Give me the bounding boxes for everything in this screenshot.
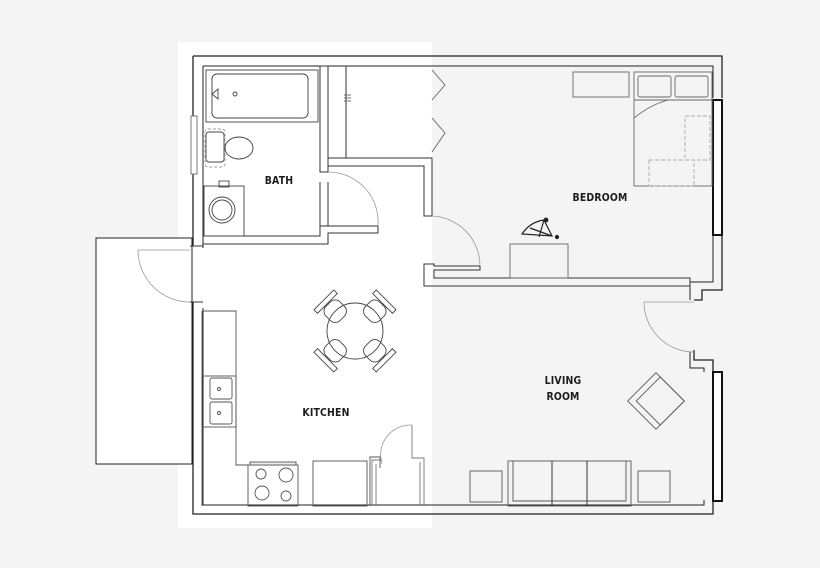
bathroom-fixtures	[203, 69, 319, 237]
door-swings	[137, 171, 695, 465]
refrigerator	[312, 460, 368, 507]
bath-door	[327, 171, 379, 227]
living-window	[712, 371, 723, 502]
pillow	[674, 75, 709, 98]
desk	[509, 243, 569, 279]
windows	[190, 99, 723, 502]
pillow	[637, 75, 672, 98]
room-label-bath: BATH	[264, 174, 294, 187]
bath-window	[190, 115, 198, 175]
bedroom-door	[431, 215, 481, 267]
paper-background	[178, 42, 432, 528]
living-furniture	[469, 372, 685, 507]
room-label-kitchen: KITCHEN	[302, 406, 350, 419]
bathroom-sink	[208, 196, 236, 224]
sofa	[507, 460, 632, 507]
entry-door	[137, 249, 191, 303]
end-table	[469, 470, 503, 503]
vanity	[203, 185, 245, 237]
armchair	[627, 372, 685, 430]
bedroom-furniture	[509, 71, 713, 279]
bed	[633, 71, 713, 187]
kitchen-sink-counter	[201, 375, 237, 428]
hall-closet	[371, 425, 425, 506]
room-label-living-room: ROOM	[546, 390, 580, 403]
kitchen-fixtures	[201, 310, 381, 507]
end-table	[637, 470, 671, 503]
closet-door	[380, 424, 413, 465]
dresser	[572, 71, 630, 98]
desk-chair	[520, 217, 560, 240]
room-label-living: LIVING	[544, 374, 582, 387]
room-label-bedroom: BEDROOM	[572, 191, 628, 204]
exterior-walls	[192, 55, 723, 515]
bathtub	[205, 69, 319, 123]
closet-bifold-doors	[344, 69, 446, 153]
dining-table	[313, 289, 397, 373]
toilet-bowl	[224, 136, 254, 160]
bedroom-window	[712, 99, 723, 236]
balcony	[95, 237, 193, 465]
toilet-tank	[204, 128, 226, 168]
living-door	[643, 301, 695, 353]
